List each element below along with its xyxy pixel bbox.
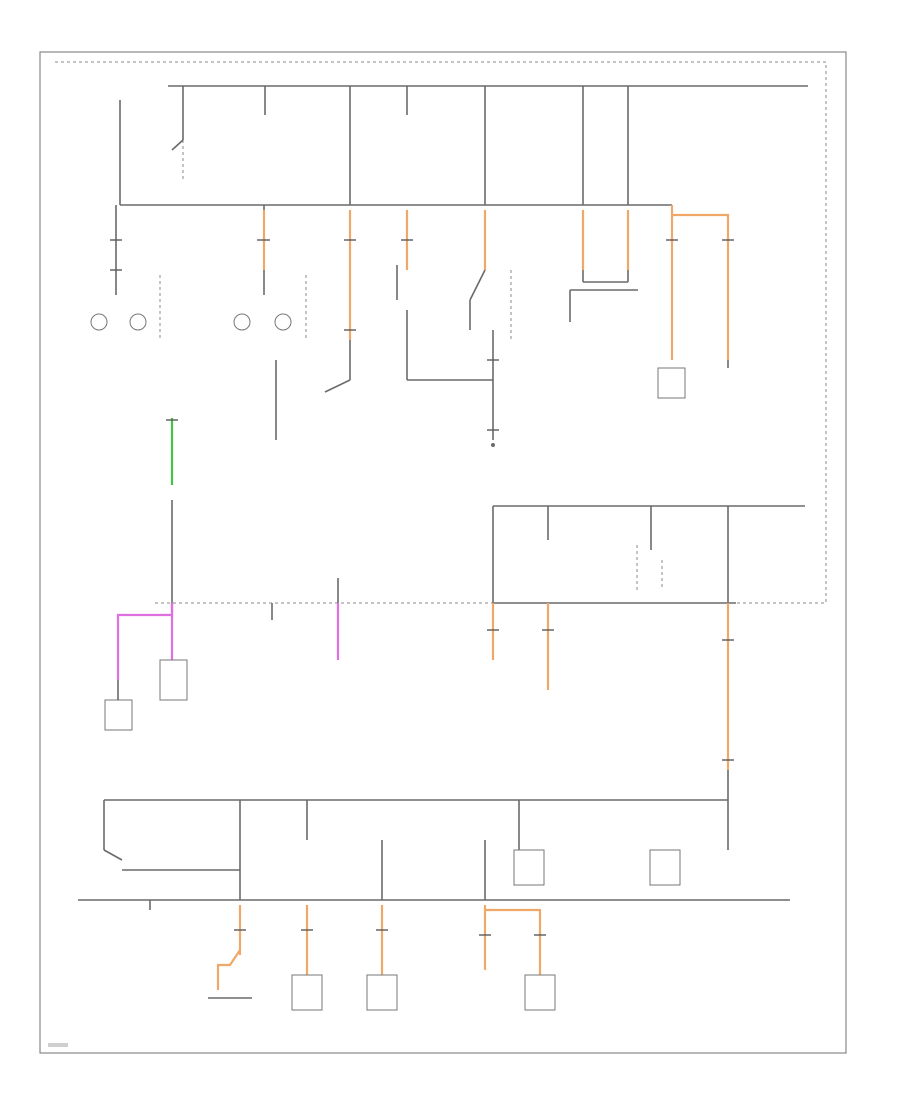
footer-mark bbox=[48, 1043, 68, 1047]
fuse-block-boundary bbox=[55, 61, 827, 604]
lower-bus bbox=[78, 799, 790, 901]
top-fuse-drops bbox=[171, 86, 629, 205]
middle-fuse-panel bbox=[492, 505, 805, 603]
lower-left-branch bbox=[104, 500, 340, 731]
diagram-border bbox=[39, 51, 847, 1054]
park-lamp-branch bbox=[324, 210, 356, 393]
top-bus bbox=[120, 85, 808, 206]
left-headlamp-branch bbox=[90, 100, 161, 340]
bottom-components bbox=[149, 900, 556, 1011]
right-headlamp-branch bbox=[233, 205, 307, 440]
green-diagnostic-wire bbox=[166, 418, 178, 485]
right-top-cluster bbox=[569, 205, 734, 399]
middle-orange-drops bbox=[487, 603, 734, 800]
horn-relay-branch bbox=[396, 210, 512, 447]
